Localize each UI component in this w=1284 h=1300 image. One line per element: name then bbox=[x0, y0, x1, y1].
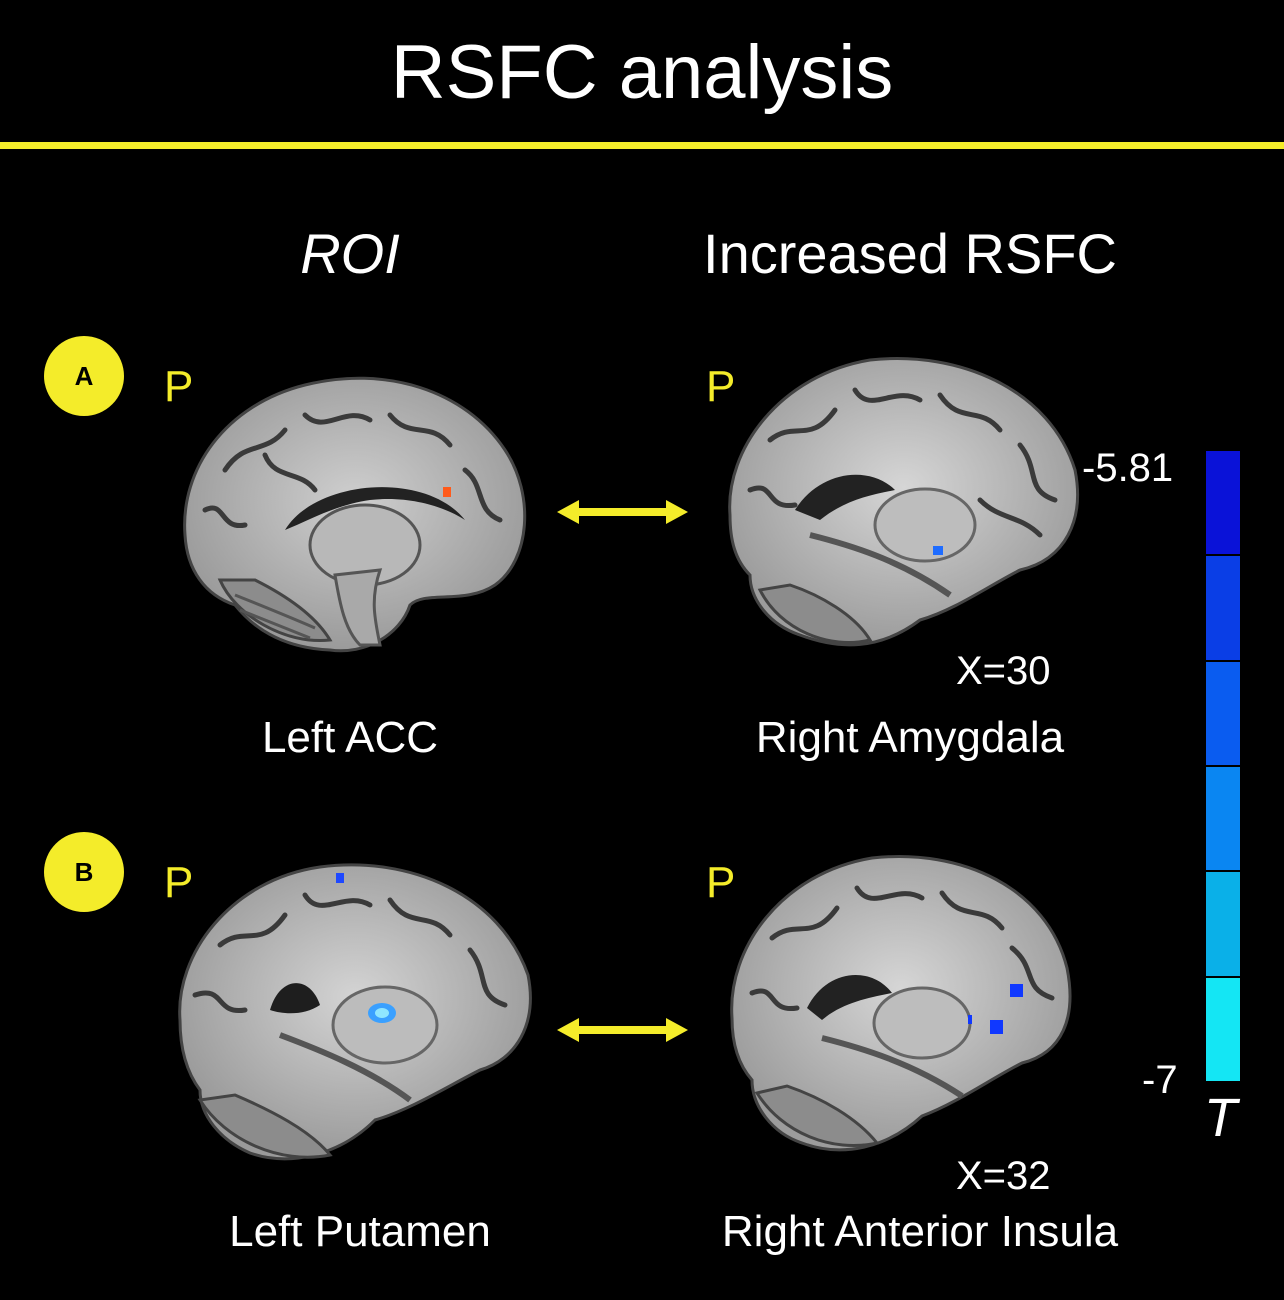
double-arrow-icon bbox=[557, 1018, 688, 1042]
activation-spot-right-amygdala bbox=[933, 546, 943, 555]
panel-b-roi-label: Left Putamen bbox=[229, 1207, 491, 1256]
panel-a-target-label: Right Amygdala bbox=[755, 713, 1065, 762]
panel-b-target-label: Right Anterior Insula bbox=[721, 1207, 1119, 1256]
brain-slice-right-anterior-insula bbox=[730, 855, 1072, 1152]
panel-a-roi-label: Left ACC bbox=[261, 713, 439, 762]
panel-a-right-orientation: P bbox=[706, 362, 736, 411]
brain-slice-right-amygdala bbox=[728, 357, 1080, 647]
panel-a-left-orientation: P bbox=[164, 362, 194, 411]
panel-a-slice-label: X=30 bbox=[956, 649, 1051, 693]
activation-spot-insula-upper bbox=[1010, 984, 1023, 997]
figure-title: RSFC analysis bbox=[390, 30, 894, 115]
activation-spot-superior bbox=[336, 873, 344, 883]
colorbar-min-label: -7 bbox=[1142, 1058, 1178, 1102]
panel-a-badge: A bbox=[44, 336, 124, 416]
title-divider bbox=[0, 142, 1284, 149]
colorbar-max-label: -5.81 bbox=[1082, 446, 1174, 490]
double-arrow-icon bbox=[557, 500, 688, 524]
panel-b-badge: B bbox=[44, 832, 124, 912]
activation-spot-left-acc bbox=[443, 487, 451, 497]
colorbar-stat-label: T bbox=[1204, 1088, 1237, 1148]
panel-b-left-orientation: P bbox=[164, 858, 194, 907]
colorbar-segment bbox=[1206, 660, 1240, 766]
activation-spot-right-anterior-insula bbox=[990, 1020, 1003, 1034]
panel-b-slice-label: X=32 bbox=[956, 1154, 1051, 1198]
colorbar-segment bbox=[1206, 450, 1240, 556]
colorbar-segment bbox=[1206, 766, 1240, 872]
colorbar-segment bbox=[1206, 555, 1240, 661]
brain-slice-left-putamen bbox=[178, 863, 532, 1161]
colorbar-segment bbox=[1206, 976, 1240, 1082]
colorbar-segment bbox=[1206, 871, 1240, 977]
activation-spot-insula-small bbox=[968, 1015, 972, 1024]
column-header-roi: ROI bbox=[300, 222, 400, 285]
brain-slice-left-acc bbox=[183, 376, 527, 653]
column-header-increased-rsfc: Increased RSFC bbox=[703, 222, 1117, 285]
panel-b-right-orientation: P bbox=[706, 858, 736, 907]
